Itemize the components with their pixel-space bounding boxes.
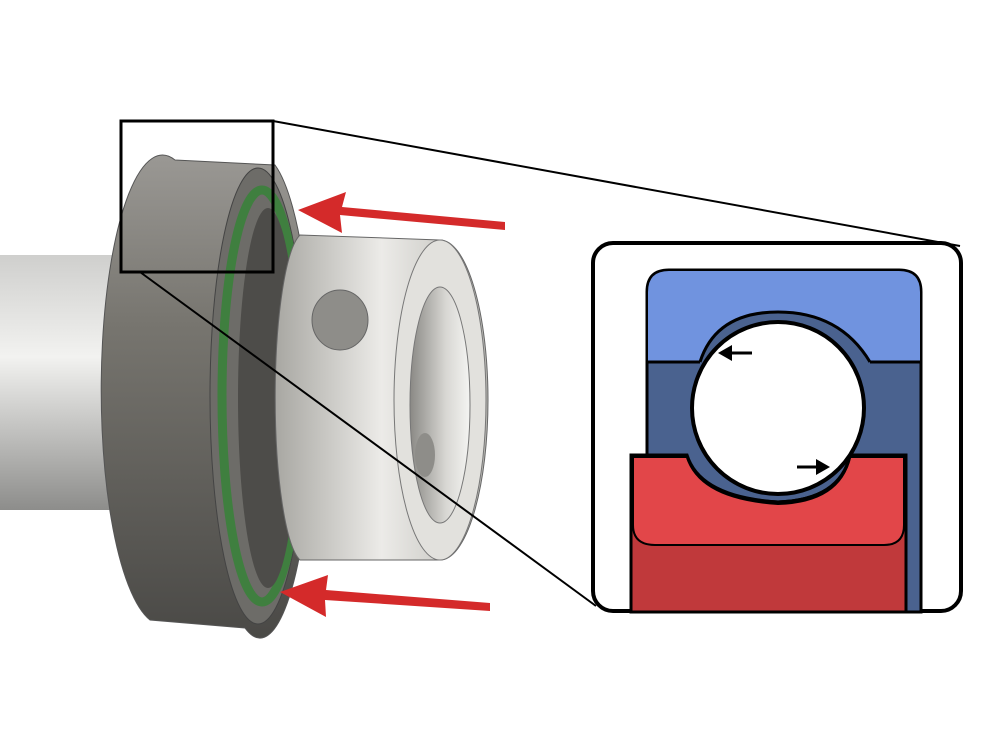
- inner-ring-collar: [274, 234, 489, 561]
- red-arrow-icon: [280, 575, 490, 617]
- red-arrow-icon: [298, 192, 505, 233]
- ball: [690, 320, 866, 496]
- arrow-right-icon: [797, 459, 830, 475]
- cross-section-inset: [591, 241, 963, 614]
- leader-line-top: [272, 120, 961, 247]
- outer-ring-upper: [648, 271, 920, 362]
- collar-bore: [409, 286, 471, 524]
- set-screw-hole-2: [415, 433, 435, 477]
- leader-line-bottom: [139, 271, 597, 607]
- set-screw-hole: [311, 289, 369, 351]
- zoom-region-box: [119, 119, 275, 274]
- arrow-left-icon: [718, 345, 752, 361]
